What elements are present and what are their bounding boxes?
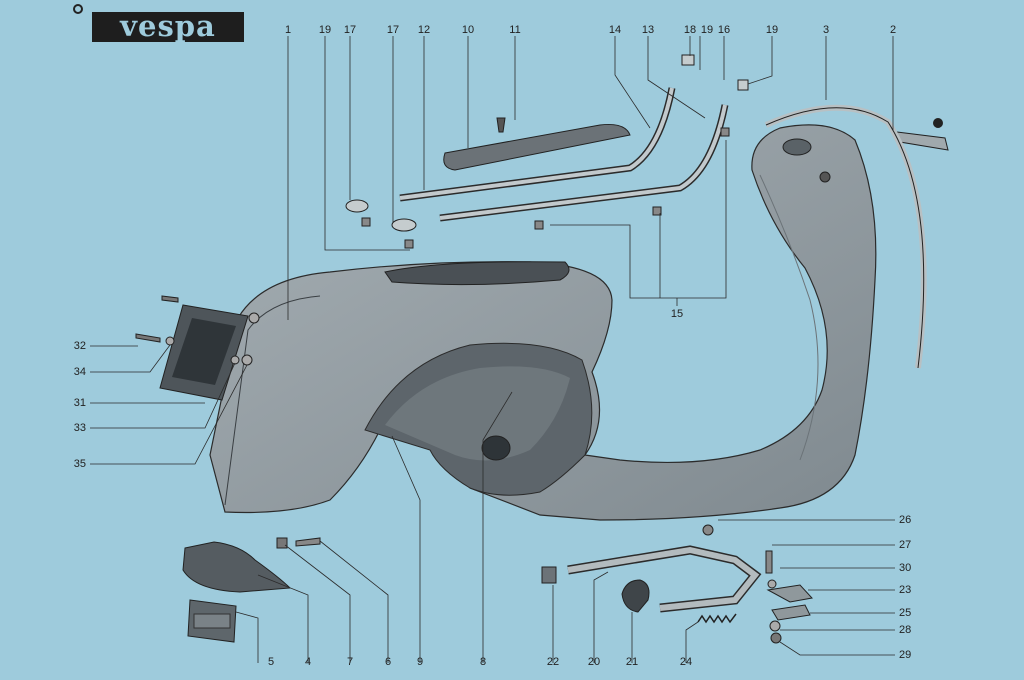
part-10-rubber-strip <box>443 124 631 171</box>
part-22-bush <box>541 566 557 584</box>
steering-bolt <box>819 171 831 183</box>
part-33-washer <box>230 355 240 365</box>
part-26-nut <box>702 524 714 536</box>
callout-3: 3 <box>822 24 830 36</box>
callout-33: 33 <box>73 422 86 434</box>
part-11-screw <box>496 117 506 133</box>
callout-5: 5 <box>267 656 275 668</box>
leader-lines <box>90 36 895 663</box>
part-23-bracket <box>766 584 813 603</box>
callout-23: 23 <box>899 584 912 596</box>
part-6-screw <box>295 537 321 547</box>
callout-22: 22 <box>546 656 560 668</box>
part-31-plate-inner <box>172 318 236 385</box>
part-2-clip <box>896 131 949 151</box>
part-34-washer <box>165 336 175 346</box>
callout-28: 28 <box>899 624 912 636</box>
callout-34: 34 <box>73 366 86 378</box>
part-25-bracket <box>771 604 811 621</box>
callout-9: 9 <box>416 656 424 668</box>
callout-10: 10 <box>461 24 475 36</box>
part-21-grip <box>621 579 650 613</box>
callout-19: 19 <box>765 24 779 36</box>
part-30-washer <box>767 579 777 589</box>
part-32-bolt <box>161 295 179 303</box>
callout-8: 8 <box>479 656 487 668</box>
part-17-clip <box>391 218 417 232</box>
part-28-washer <box>769 620 781 632</box>
callout-26: 26 <box>899 514 912 526</box>
callout-17: 17 <box>343 24 357 36</box>
part-35-nut <box>248 312 260 324</box>
part-7-grommet <box>276 537 288 549</box>
callout-24: 24 <box>679 656 693 668</box>
callout-19: 19 <box>700 24 714 36</box>
part-3-trim-outline <box>765 107 925 369</box>
access-hole <box>481 435 511 461</box>
part-2-nut <box>933 118 943 128</box>
tank-opening <box>384 261 570 286</box>
callout-21: 21 <box>625 656 639 668</box>
callout-19: 19 <box>318 24 332 36</box>
logo-mark-icon <box>73 4 83 14</box>
callout-1: 1 <box>284 24 292 36</box>
inner-shade <box>385 366 570 461</box>
callout-35: 35 <box>73 458 86 470</box>
callout-2: 2 <box>889 24 897 36</box>
vespa-logo: vespa <box>92 12 244 42</box>
part-17-clip <box>345 199 369 213</box>
callout-13: 13 <box>641 24 655 36</box>
callout-4: 4 <box>304 656 312 668</box>
part-35-nut <box>241 354 253 366</box>
callout-11: 11 <box>509 24 521 36</box>
callout-16: 16 <box>717 24 731 36</box>
part-15-fastener <box>534 220 544 230</box>
part-19-nut <box>361 217 371 227</box>
callout-6: 6 <box>384 656 392 668</box>
part-4-lamp-lens <box>182 541 292 593</box>
part-32-bolt <box>135 333 161 343</box>
callout-17: 17 <box>386 24 400 36</box>
callout-20: 20 <box>587 656 601 668</box>
callout-18: 18 <box>683 24 697 36</box>
callout-30: 30 <box>899 562 912 574</box>
part-12-runner-inner <box>399 87 674 200</box>
part-5-reflector-lens <box>193 613 231 629</box>
part-16-clip <box>737 79 749 91</box>
callout-31: 31 <box>73 397 86 409</box>
callout-27: 27 <box>899 539 912 551</box>
callout-32: 32 <box>73 340 86 352</box>
callout-7: 7 <box>346 656 354 668</box>
part-13-runner-inner <box>439 104 727 220</box>
callout-29: 29 <box>899 649 912 661</box>
part-20-stand-bar-inner <box>567 546 760 611</box>
part-27-bolt <box>765 550 773 574</box>
part-15-fastener <box>652 206 662 216</box>
steering-bore <box>782 138 812 156</box>
part-29-nut <box>770 632 782 644</box>
callout-14: 14 <box>608 24 622 36</box>
frame-rib <box>224 295 321 506</box>
callout-15: 15 <box>670 308 684 320</box>
part-15-fastener <box>720 127 730 137</box>
part-18-clip <box>681 54 695 66</box>
frame-rib <box>759 174 819 461</box>
part-19-nut <box>404 239 414 249</box>
callout-12: 12 <box>417 24 431 36</box>
part-24-spring <box>697 613 737 624</box>
callout-25: 25 <box>899 607 912 619</box>
